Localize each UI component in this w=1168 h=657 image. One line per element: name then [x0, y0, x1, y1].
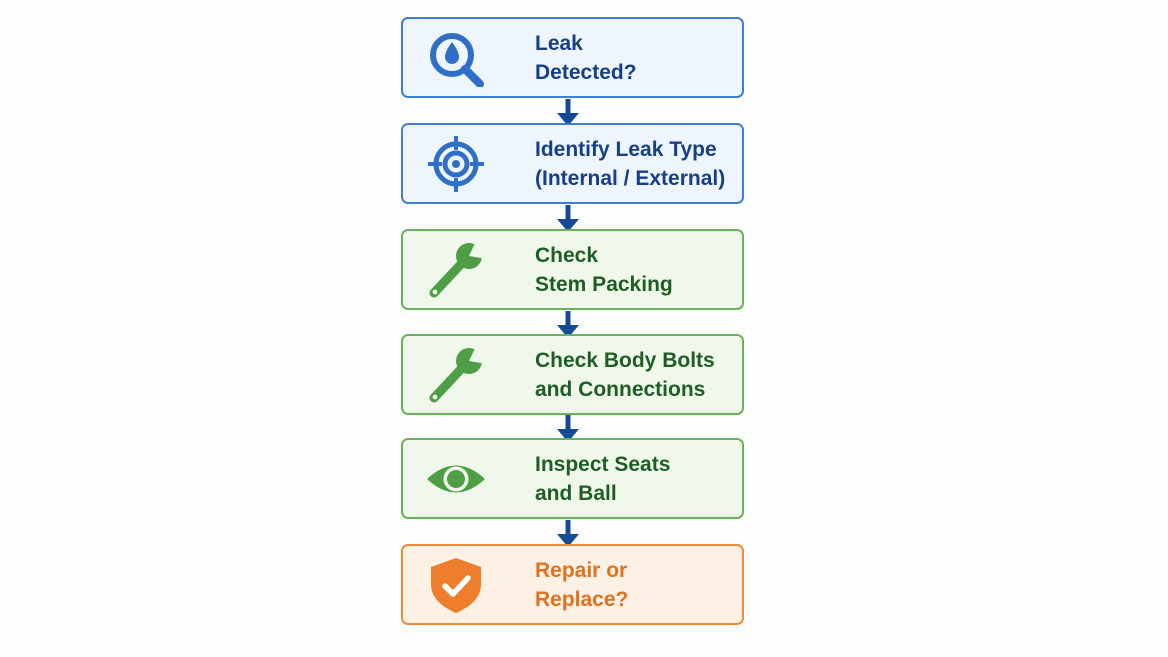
shield-check-icon	[425, 556, 487, 614]
step-check-stem-packing: Check Stem Packing	[401, 229, 744, 310]
step-label: Leak Detected?	[535, 19, 735, 96]
step-label-line1: Identify Leak Type	[535, 137, 717, 161]
step-identify-leak-type: Identify Leak Type (Internal / External)	[401, 123, 744, 204]
step-label: Inspect Seats and Ball	[535, 440, 735, 517]
eye-icon	[425, 450, 487, 508]
step-repair-or-replace: Repair or Replace?	[401, 544, 744, 625]
arrow-down-icon	[557, 520, 579, 547]
step-label: Check Body Bolts and Connections	[535, 336, 735, 413]
step-label-line2: (Internal / External)	[535, 166, 726, 190]
step-label-line1: Repair or	[535, 558, 628, 582]
arrow-down-icon	[557, 415, 579, 442]
target-icon	[425, 135, 487, 193]
arrow-down-icon	[557, 99, 579, 126]
wrench-icon	[425, 346, 487, 404]
step-label-line2: and Ball	[535, 481, 617, 505]
step-label-line2: Replace?	[535, 587, 629, 611]
step-label-line2: Detected?	[535, 60, 637, 84]
wrench-icon	[425, 241, 487, 299]
step-label-line2: and Connections	[535, 377, 706, 401]
step-label: Identify Leak Type (Internal / External)	[535, 125, 735, 202]
step-label-line1: Check Body Bolts	[535, 348, 715, 372]
step-inspect-seats-ball: Inspect Seats and Ball	[401, 438, 744, 519]
arrow-down-icon	[557, 205, 579, 232]
arrow-down-icon	[557, 311, 579, 338]
step-leak-detected: Leak Detected?	[401, 17, 744, 98]
step-label-line1: Inspect Seats	[535, 452, 671, 476]
step-label-line2: Stem Packing	[535, 272, 673, 296]
step-label: Check Stem Packing	[535, 231, 735, 308]
step-label-line1: Check	[535, 243, 599, 267]
step-label: Repair or Replace?	[535, 546, 735, 623]
magnifier-droplet-icon	[425, 29, 487, 87]
step-check-body-bolts: Check Body Bolts and Connections	[401, 334, 744, 415]
step-label-line1: Leak	[535, 31, 583, 55]
